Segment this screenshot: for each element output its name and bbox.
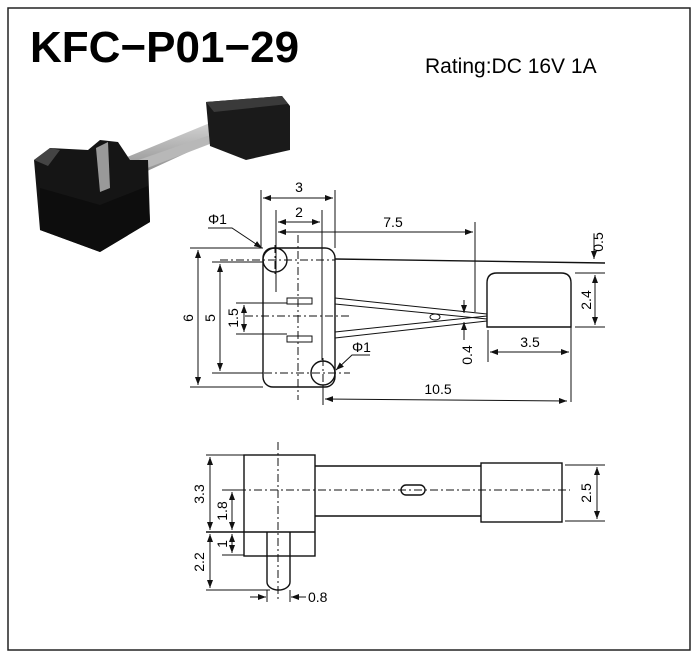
- dim-10-5: 10.5: [424, 381, 451, 397]
- dim-1-5: 1.5: [225, 308, 241, 328]
- terminal-slot: [286, 297, 313, 305]
- dim-7-5: 7.5: [383, 214, 403, 230]
- actuator-tip: [486, 272, 572, 328]
- frame-border: [7, 7, 691, 651]
- dim-3: 3: [295, 179, 303, 195]
- phi-top-label: Φ1: [208, 211, 227, 227]
- phi-bottom-label: Φ1: [352, 339, 371, 355]
- dim-0-8: 0.8: [308, 589, 328, 605]
- dim-2-5: 2.5: [578, 483, 594, 503]
- product-title: KFC−P01−29: [30, 23, 299, 72]
- lever-line: [334, 258, 606, 264]
- dim-6: 6: [180, 314, 196, 322]
- side-shaft: [315, 465, 481, 517]
- lever-arms: [334, 297, 488, 339]
- side-view: 3.3 1.8 1 2.2 2.5 0.8: [191, 442, 605, 605]
- rating-text: Rating:DC 16V 1A: [425, 55, 597, 78]
- dim-1-8: 1.8: [214, 501, 230, 521]
- product-photo: [34, 96, 290, 252]
- dim-3-3: 3.3: [191, 484, 207, 504]
- dim-1: 1: [214, 540, 230, 548]
- dim-2-2: 2.2: [191, 552, 207, 572]
- top-view: 3 2 7.5 3.5 10.5 Φ1 Φ1 0.5 2.4 0.4 6 5 1…: [180, 179, 606, 405]
- side-body: [243, 454, 316, 557]
- dim-3-5: 3.5: [520, 334, 540, 350]
- side-tip: [480, 462, 563, 523]
- terminal-slot: [286, 335, 313, 343]
- dim-2: 2: [295, 204, 303, 220]
- dim-2-4: 2.4: [578, 290, 594, 310]
- dim-0-4: 0.4: [459, 345, 475, 365]
- dim-5: 5: [202, 314, 218, 322]
- dim-0-5: 0.5: [590, 232, 606, 252]
- switch-body: [262, 247, 336, 388]
